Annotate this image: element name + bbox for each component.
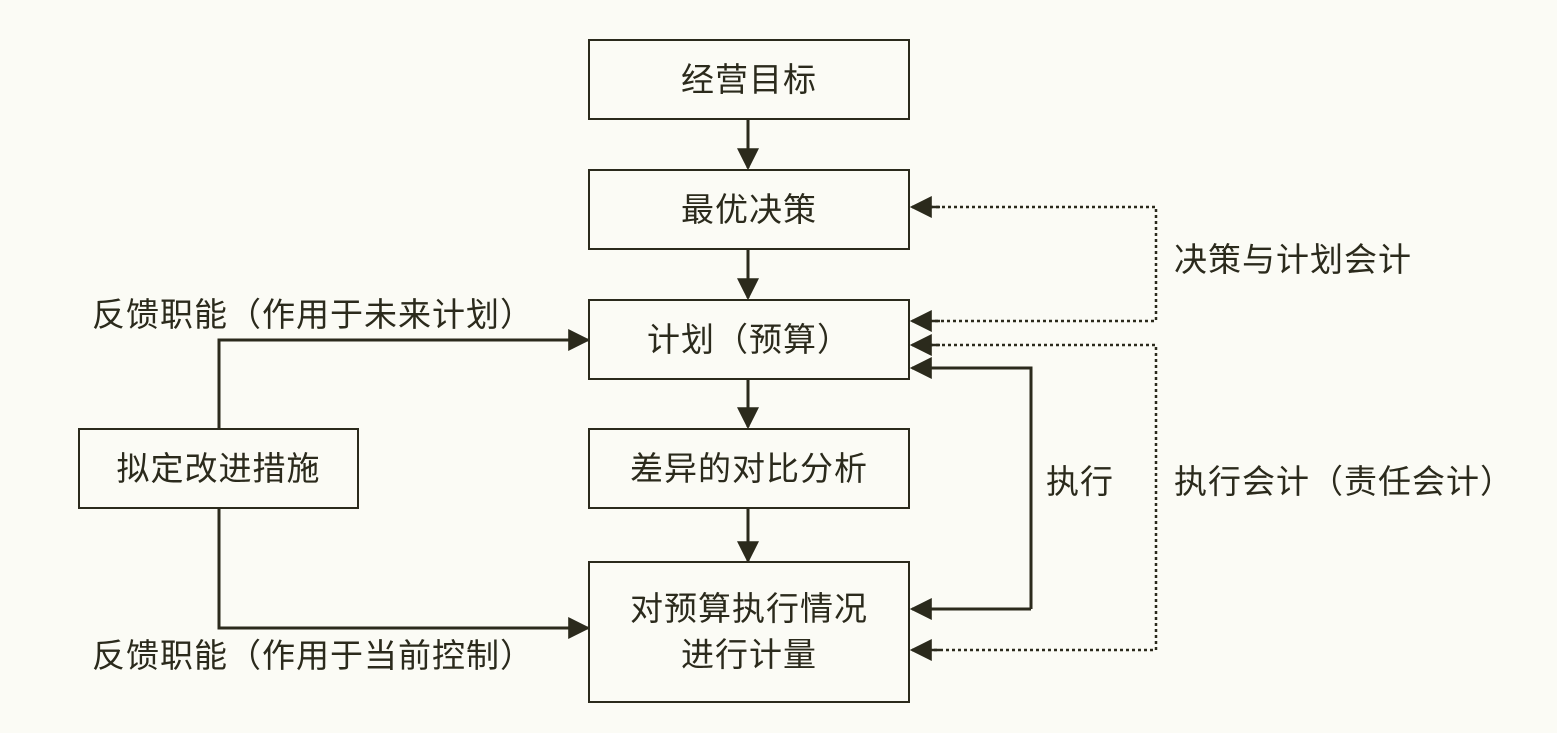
node-improvement-measures-label: 拟定改进措施	[116, 448, 321, 488]
node-optimal-decision-label: 最优决策	[681, 189, 817, 229]
node-variance-analysis-label: 差异的对比分析	[630, 448, 868, 488]
arrow-improve-to-measure	[217, 509, 591, 639]
node-plan-budget-label: 计划（预算）	[647, 319, 851, 359]
node-variance-analysis: 差异的对比分析	[588, 428, 910, 509]
arrow-execute-loop-to-plan	[909, 357, 1033, 609]
node-optimal-decision: 最优决策	[588, 169, 910, 250]
label-execution-accounting: 执行会计（责任会计）	[1174, 462, 1514, 501]
label-feedback-current-control: 反馈职能（作用于当前控制）	[92, 636, 534, 675]
node-operating-goal: 经营目标	[588, 39, 910, 120]
node-operating-goal-label: 经营目标	[681, 59, 817, 99]
label-feedback-future-planning: 反馈职能（作用于未来计划）	[92, 295, 534, 334]
label-execute: 执行	[1046, 462, 1114, 501]
label-decision-planning-accounting: 决策与计划会计	[1174, 240, 1412, 279]
node-budget-measurement: 对预算执行情况进行计量	[588, 561, 910, 703]
bracket-execution-accounting	[912, 343, 1158, 652]
node-improvement-measures: 拟定改进措施	[78, 428, 359, 509]
node-plan-budget: 计划（预算）	[588, 299, 910, 380]
bracket-decision-accounting	[912, 205, 1158, 323]
arrow-improve-to-plan	[217, 329, 591, 428]
node-budget-measurement-label: 对预算执行情况进行计量	[630, 589, 868, 674]
